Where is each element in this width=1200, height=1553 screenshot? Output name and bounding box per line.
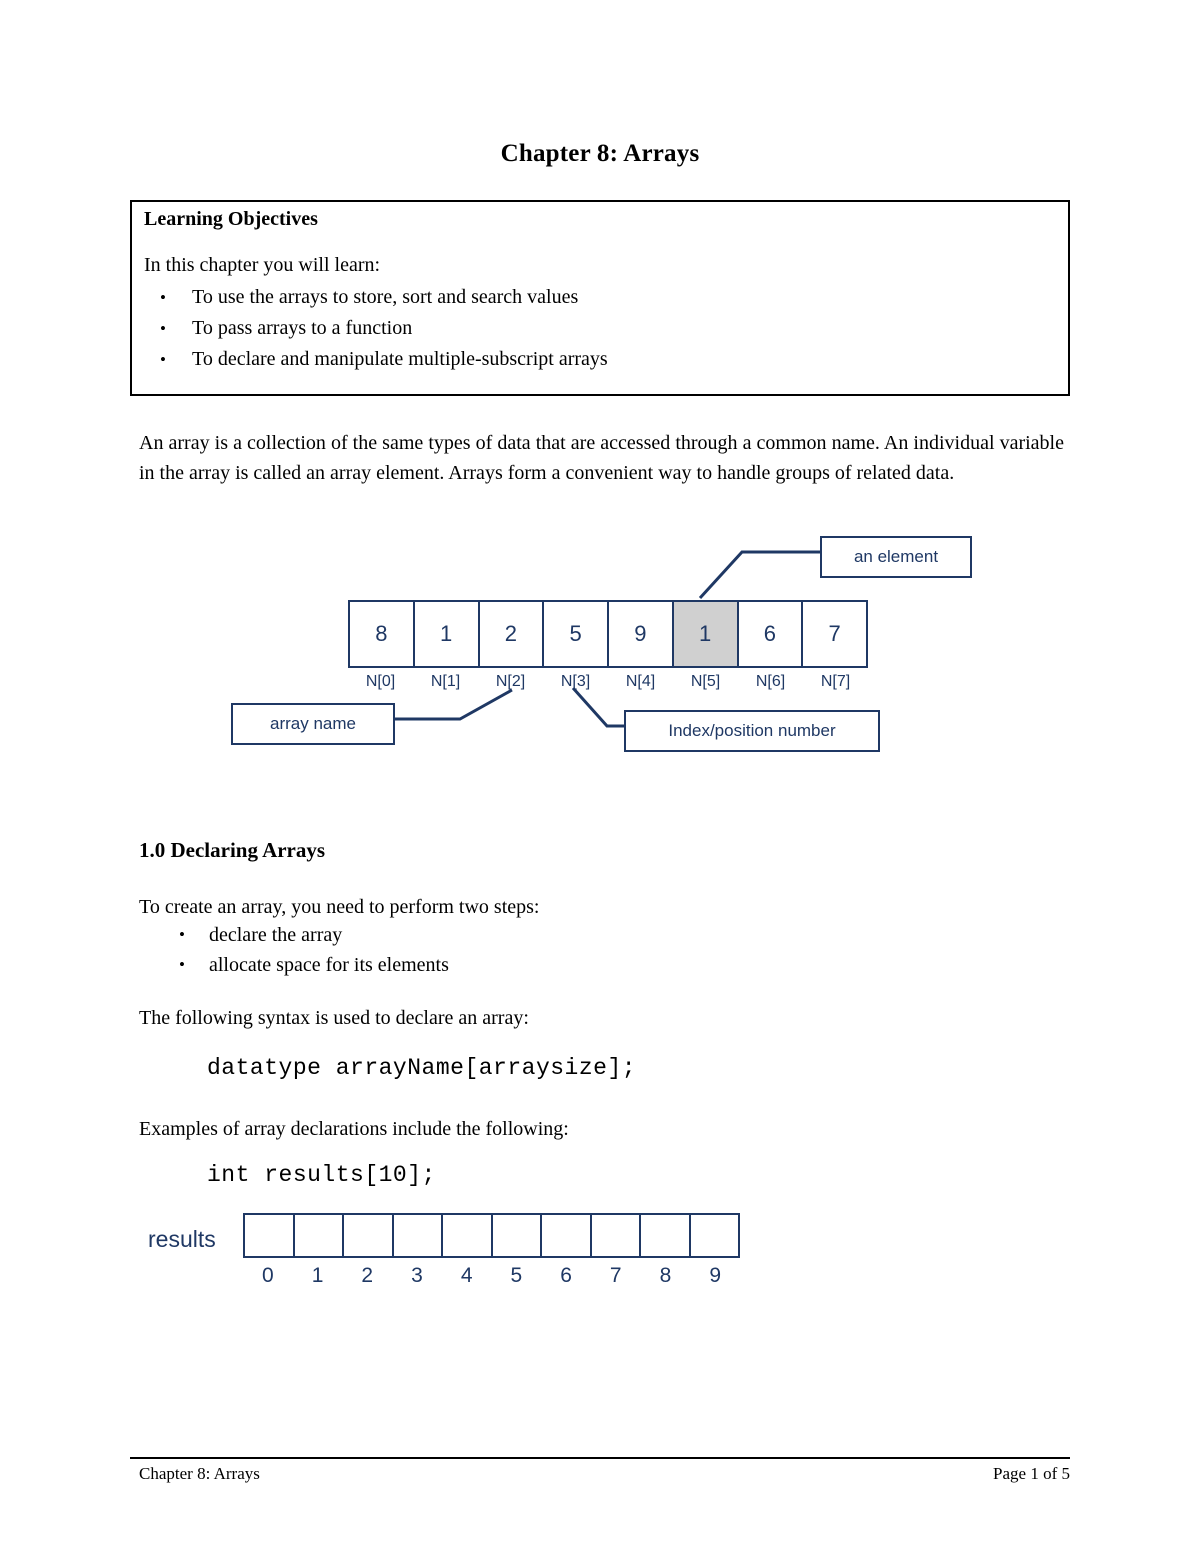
results-array-cell bbox=[592, 1215, 641, 1256]
array-index-label: N[1] bbox=[430, 673, 461, 690]
array-cells: 8 1 2 5 9 1 6 7 bbox=[348, 600, 868, 668]
list-item: • allocate space for its elements bbox=[139, 950, 449, 980]
connector-index-number bbox=[571, 686, 624, 728]
array-cell: 8 bbox=[350, 602, 415, 666]
array-index-label: N[6] bbox=[755, 673, 786, 690]
results-array-index-label: 0 bbox=[262, 1264, 274, 1287]
bullet-icon: • bbox=[160, 350, 166, 369]
array-index-label: N[5] bbox=[690, 673, 721, 690]
array-cell: 1 bbox=[415, 602, 480, 666]
footer-right-text: Page 1 of 5 bbox=[993, 1464, 1070, 1483]
bullet-icon: • bbox=[179, 955, 185, 974]
list-item: • To pass arrays to a function bbox=[144, 313, 608, 344]
callout-index-position-number: Index/position number bbox=[624, 710, 880, 752]
results-array-cell bbox=[344, 1215, 394, 1256]
array-cell: 2 bbox=[480, 602, 545, 666]
bullet-icon: • bbox=[160, 288, 166, 307]
results-array-index-label: 8 bbox=[659, 1264, 672, 1287]
array-cell: 7 bbox=[828, 621, 841, 646]
callout-an-element: an element bbox=[820, 536, 972, 578]
declaring-steps-list: • declare the array • allocate space for i… bbox=[139, 920, 449, 980]
results-array-index-label: 4 bbox=[460, 1264, 473, 1287]
steps-intro-paragraph: To create an array, you need to perform … bbox=[139, 896, 540, 918]
array-index-label: N[3] bbox=[560, 673, 591, 690]
array-index-label: N[7] bbox=[820, 673, 851, 690]
learning-objectives-heading: Learning Objectives bbox=[144, 208, 318, 230]
list-item-label: declare the array bbox=[209, 924, 343, 946]
results-array-cell bbox=[542, 1215, 592, 1256]
page-title: Chapter 8: Arrays bbox=[500, 140, 700, 167]
results-array-index-label: 1 bbox=[311, 1264, 324, 1287]
learning-objectives-box: Learning Objectives In this chapter you … bbox=[130, 200, 1070, 396]
results-array-cells bbox=[243, 1213, 740, 1258]
list-item-label: To use the arrays to store, sort and sea… bbox=[192, 286, 579, 308]
list-item: • To use the arrays to store, sort and se… bbox=[144, 282, 608, 313]
section-heading-declaring-arrays: 1.0 Declaring Arrays bbox=[139, 838, 326, 862]
connector-an-element bbox=[698, 550, 820, 600]
results-array-index-label: 3 bbox=[411, 1264, 423, 1287]
results-array-index-label: 5 bbox=[510, 1264, 523, 1287]
array-cell-highlighted: 1 bbox=[673, 602, 739, 666]
results-array-index-label: 7 bbox=[609, 1264, 622, 1287]
list-item-label: allocate space for its elements bbox=[209, 954, 449, 976]
examples-intro-paragraph: Examples of array declarations include t… bbox=[139, 1118, 569, 1140]
list-item-label: To pass arrays to a function bbox=[192, 317, 413, 339]
results-array-cell bbox=[394, 1215, 443, 1256]
results-array-index-label: 2 bbox=[361, 1264, 374, 1287]
connector-array-name bbox=[395, 688, 513, 721]
results-array-cell bbox=[641, 1215, 691, 1256]
array-index-labels: N[0] N[1] N[2] N[3] N[4] N[5] N[6] N[7] bbox=[348, 670, 868, 694]
list-item: • declare the array bbox=[139, 920, 449, 950]
results-array-name-label: results bbox=[148, 1226, 216, 1252]
code-syntax-declaration: datatype arrayName[arraysize]; bbox=[207, 1055, 637, 1081]
results-array-cell bbox=[493, 1215, 542, 1256]
array-index-label: N[0] bbox=[365, 673, 396, 690]
array-cell: 5 bbox=[544, 602, 609, 666]
results-array-cell bbox=[443, 1215, 493, 1256]
learning-objectives-intro: In this chapter you will learn: bbox=[144, 254, 381, 276]
bullet-icon: • bbox=[179, 925, 185, 944]
learning-objectives-list: • To use the arrays to store, sort and se… bbox=[144, 282, 608, 375]
results-array-index-label: 9 bbox=[709, 1264, 722, 1287]
bullet-icon: • bbox=[160, 319, 166, 338]
callout-array-name: array name bbox=[231, 703, 395, 745]
results-array-cell bbox=[245, 1215, 295, 1256]
array-cell: 6 bbox=[739, 602, 804, 666]
array-index-label: N[2] bbox=[495, 673, 526, 690]
code-example-declaration: int results[10]; bbox=[207, 1162, 436, 1188]
results-array-cell bbox=[691, 1215, 739, 1256]
array-cell: 9 bbox=[609, 602, 674, 666]
list-item-label: To declare and manipulate multiple-subsc… bbox=[192, 348, 608, 370]
intro-paragraph: An array is a collection of the same typ… bbox=[139, 432, 1064, 484]
footer-divider bbox=[130, 1457, 1070, 1459]
results-array-index-labels: 0 1 2 3 4 5 6 7 8 9 bbox=[243, 1262, 740, 1290]
array-index-label: N[4] bbox=[625, 673, 656, 690]
results-array-index-label: 6 bbox=[560, 1264, 572, 1287]
list-item: • To declare and manipulate multiple-subs… bbox=[144, 344, 608, 375]
results-array-cell bbox=[295, 1215, 344, 1256]
footer-left-text: Chapter 8: Arrays bbox=[139, 1464, 260, 1483]
syntax-intro-paragraph: The following syntax is used to declare … bbox=[139, 1007, 529, 1029]
